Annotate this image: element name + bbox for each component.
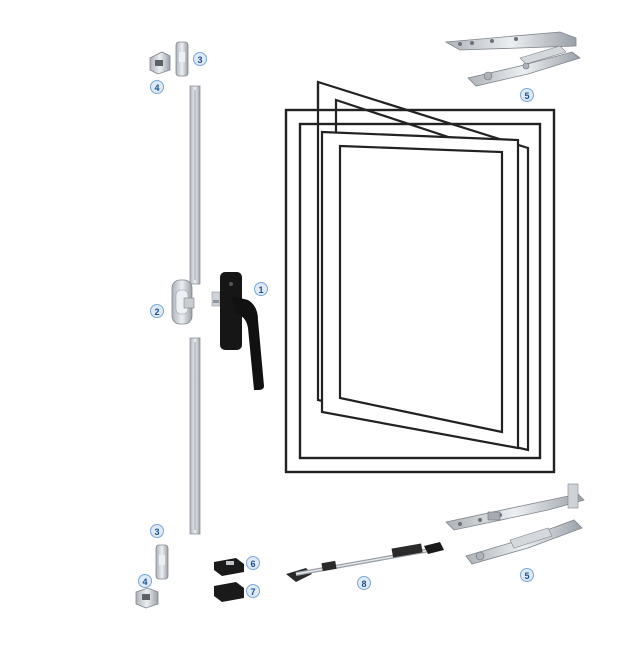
callout-top-corner-drive: 3 bbox=[193, 52, 207, 66]
callout-bottom-corner-drive: 3 bbox=[150, 524, 164, 538]
top-friction-stay bbox=[444, 31, 581, 87]
sash-foreground bbox=[320, 130, 520, 450]
center-gearbox bbox=[171, 279, 195, 325]
callout-top-stay: 5 bbox=[520, 88, 534, 102]
callout-top-corner-keep: 4 bbox=[150, 80, 164, 94]
espagnolette-lower bbox=[189, 337, 201, 535]
callout-bottom-stay: 5 bbox=[520, 568, 534, 582]
espagnolette-upper bbox=[189, 85, 201, 285]
window-handle bbox=[211, 272, 264, 390]
callout-keep-6: 6 bbox=[246, 556, 260, 570]
callout-center-keep: 2 bbox=[150, 304, 164, 318]
callout-keep-7: 7 bbox=[246, 584, 260, 598]
sash-leaf-inner bbox=[338, 144, 504, 434]
bottom-corner-keep bbox=[135, 587, 159, 609]
locking-bar bbox=[286, 542, 444, 582]
frame-inner bbox=[298, 122, 542, 460]
sash-outer bbox=[316, 80, 530, 452]
window-frame bbox=[284, 108, 556, 474]
callout-bottom-corner-keep: 4 bbox=[138, 574, 152, 588]
callout-locking-bar: 8 bbox=[357, 576, 371, 590]
frame-outer bbox=[284, 108, 556, 474]
callout-handle: 1 bbox=[254, 282, 268, 296]
handle-rose bbox=[220, 272, 242, 350]
top-corner-keep bbox=[149, 51, 171, 75]
keep-7 bbox=[214, 582, 244, 602]
handle-lever bbox=[232, 296, 264, 390]
bottom-corner-drive bbox=[155, 544, 169, 580]
bottom-friction-stay bbox=[445, 483, 585, 565]
top-corner-drive bbox=[175, 41, 189, 77]
keep-6 bbox=[214, 558, 244, 576]
